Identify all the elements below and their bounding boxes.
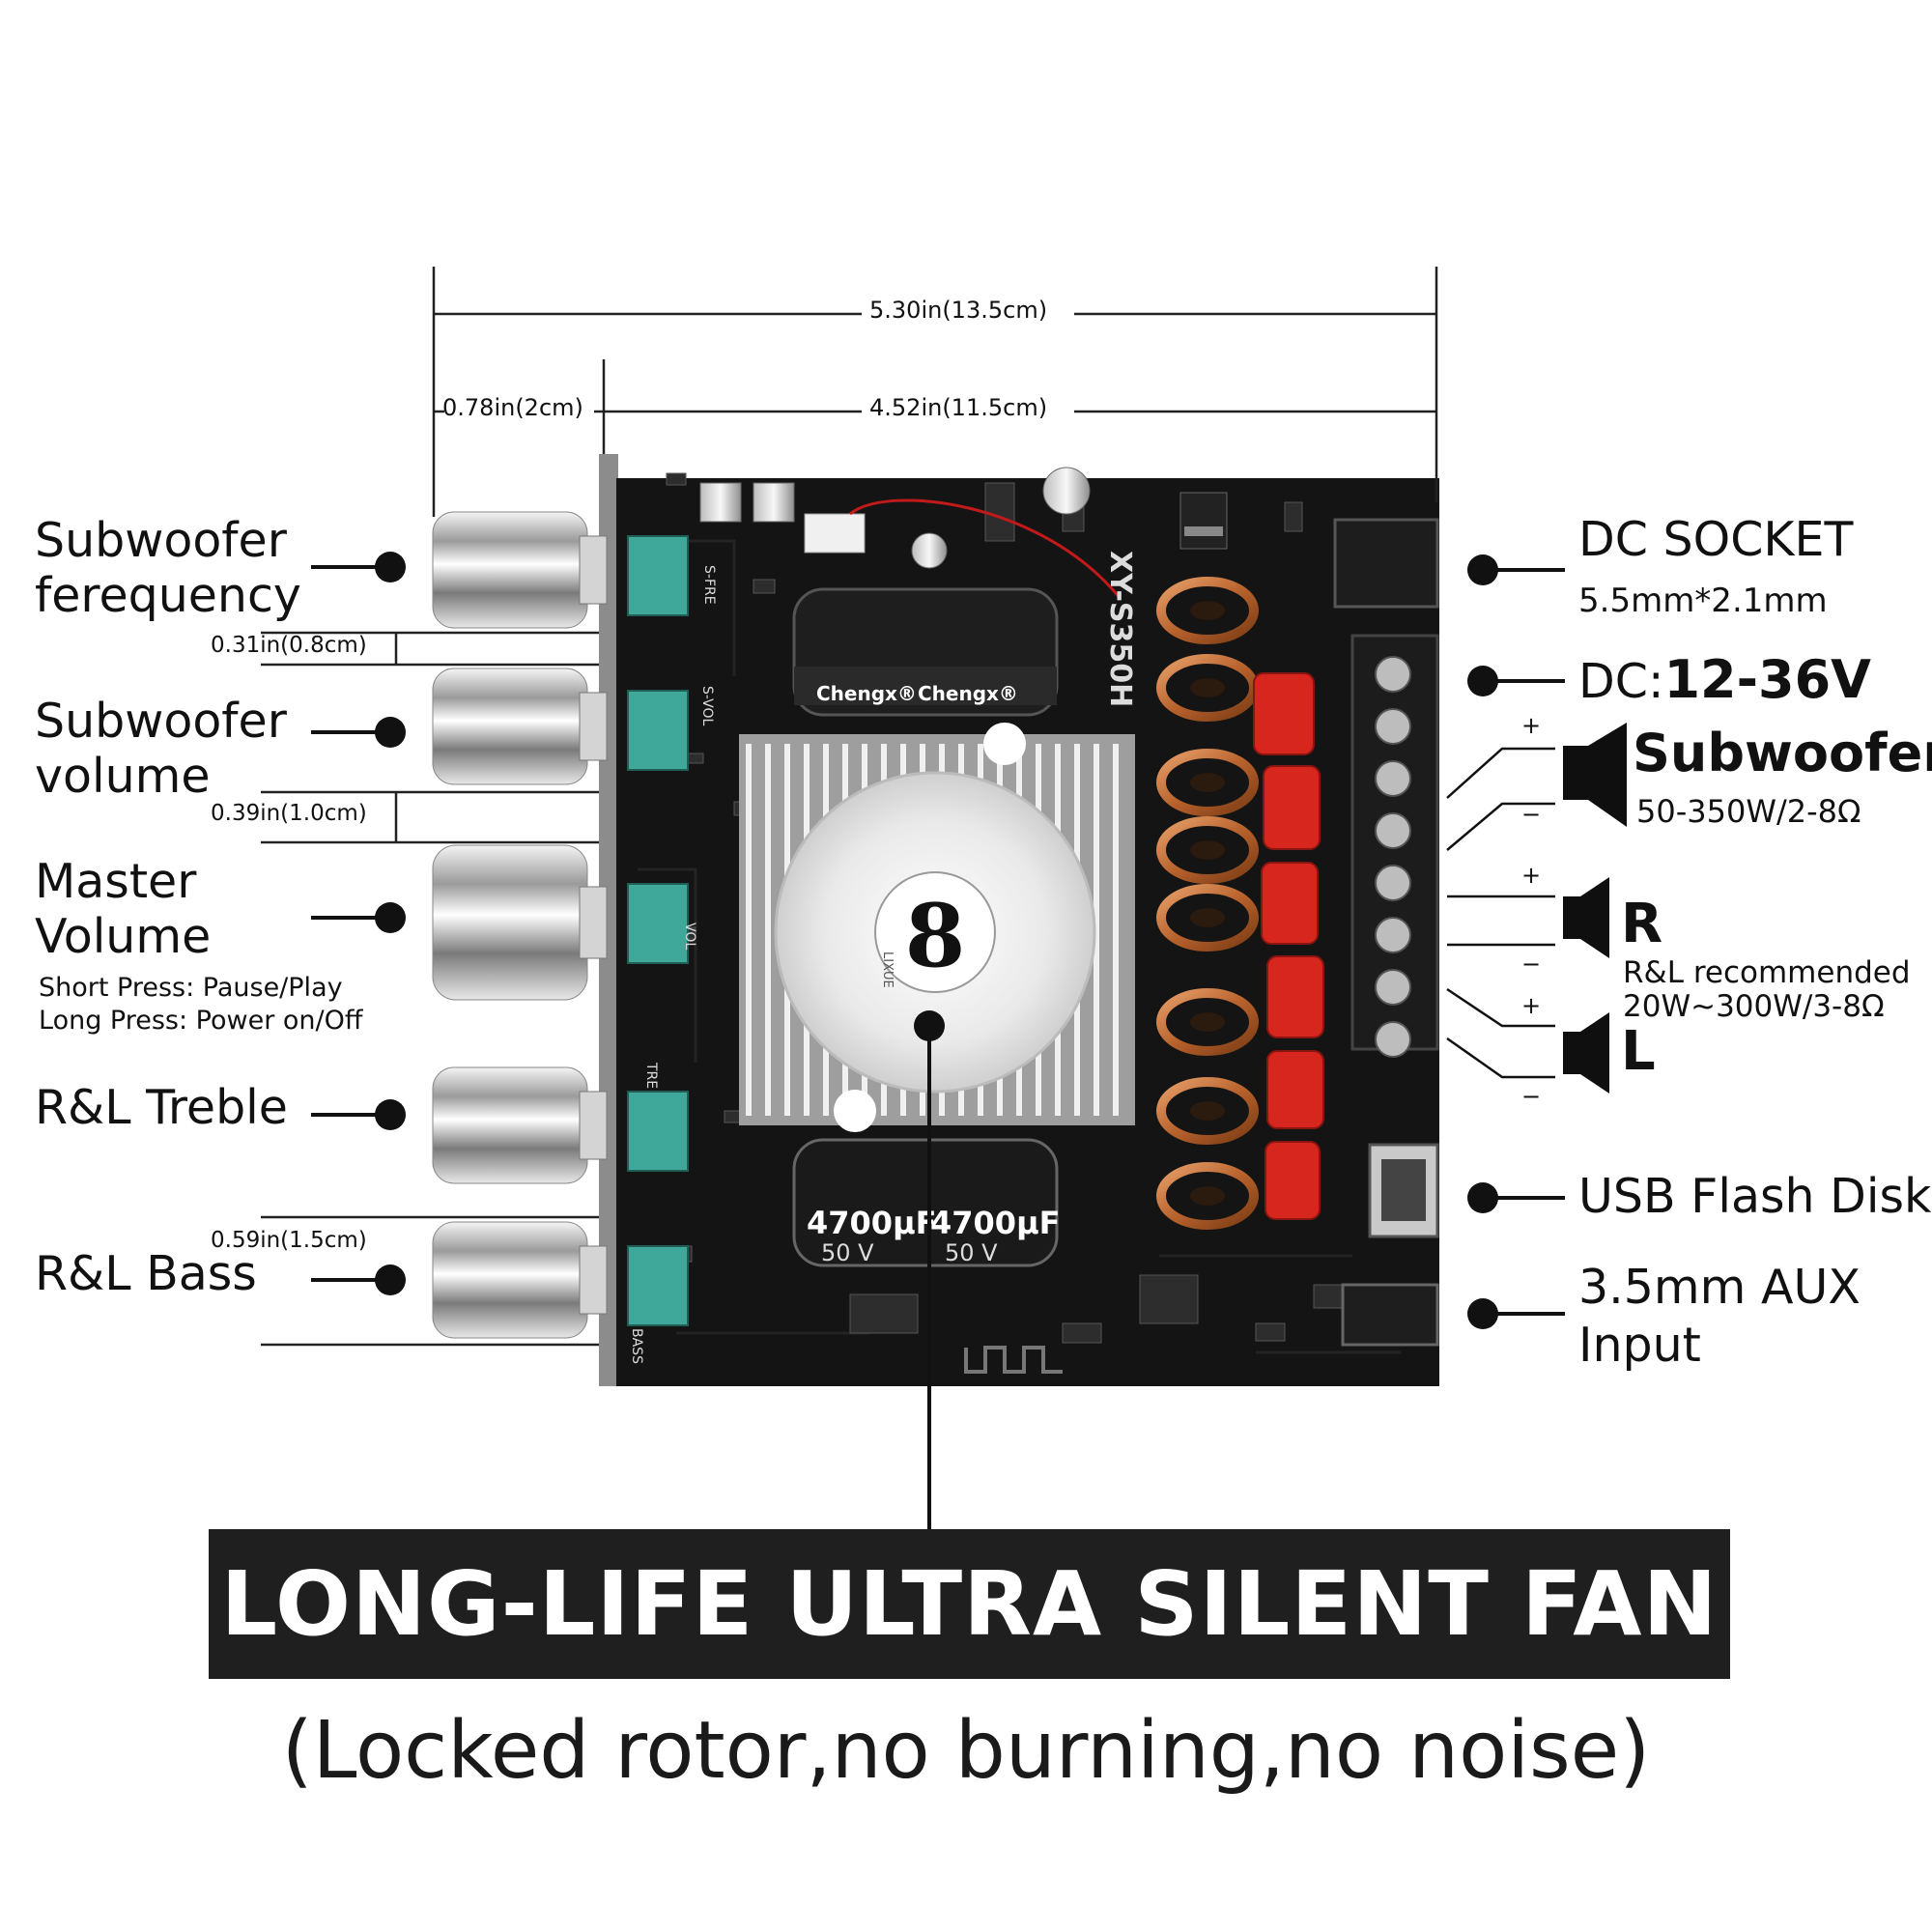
label-dc-voltage: DC:12-36V	[1578, 651, 1871, 708]
potentiometers	[627, 535, 689, 1326]
gap-dimension-1: 0.31in(0.8cm)	[211, 633, 367, 658]
dc-socket	[1333, 518, 1439, 609]
board-width-dimension: 4.52in(11.5cm)	[869, 394, 1048, 421]
r-minus-mark: −	[1521, 951, 1542, 978]
aux-jack	[1341, 1283, 1439, 1347]
master-long-press-note: Long Press: Power on/Off	[39, 1006, 363, 1036]
label-subwoofer-output: Subwoofer	[1633, 723, 1932, 783]
svg-text:4700μF: 4700μF	[930, 1205, 1060, 1241]
fan-callout-leader	[914, 1010, 945, 1529]
svg-text:LIXUE: LIXUE	[880, 952, 895, 988]
lower-main-capacitors: 4700μF 4700μF 50 V 50 V	[792, 1138, 1060, 1267]
film-capacitors	[1253, 672, 1324, 1220]
sub-plus-mark: +	[1521, 712, 1542, 739]
label-rl-bass: R&L Bass	[35, 1246, 257, 1301]
gap-dimension-3: 0.59in(1.5cm)	[211, 1228, 367, 1253]
model-marking: XY-S350H	[1103, 551, 1137, 707]
label-master-volume-1: Master	[35, 854, 197, 909]
svg-text:TRE: TRE	[643, 1062, 659, 1089]
label-subwoofer-frequency-1: Subwoofer	[35, 513, 287, 568]
label-subwoofer-volume-2: volume	[35, 749, 211, 804]
bluetooth-antenna	[964, 1346, 1063, 1374]
label-rl-recommended-1: R&L recommended	[1623, 955, 1911, 990]
fan-wire	[849, 498, 1122, 600]
dc-voltage-prefix: DC:	[1578, 654, 1664, 709]
svg-text:Chengx®: Chengx®	[816, 682, 917, 705]
label-aux-input-1: 3.5mm AUX	[1578, 1260, 1861, 1315]
inductor-coil-cores	[1190, 601, 1225, 1206]
speaker-wires	[1446, 747, 1555, 1079]
speaker-terminal-block	[1350, 634, 1439, 1058]
pot-labels: S-FRE S-VOL VOL TRE BASS	[629, 565, 717, 1364]
svg-text:50 V: 50 V	[821, 1239, 874, 1266]
master-short-press-note: Short Press: Pause/Play	[39, 973, 343, 1003]
svg-text:BASS: BASS	[629, 1328, 644, 1364]
label-usb-flash-disk: USB Flash Disk	[1578, 1169, 1932, 1224]
svg-text:8: 8	[905, 885, 966, 987]
label-master-volume-2: Volume	[35, 909, 212, 964]
svg-text:S-VOL: S-VOL	[699, 686, 715, 725]
diode	[1179, 492, 1228, 550]
dc-voltage-value: 12-36V	[1663, 649, 1871, 710]
label-right-channel: R	[1621, 893, 1663, 955]
feature-banner: LONG-LIFE ULTRA SILENT FAN	[209, 1529, 1730, 1679]
sub-minus-mark: −	[1521, 801, 1542, 828]
fan-connector	[804, 513, 866, 554]
label-dc-socket: DC SOCKET	[1578, 512, 1854, 567]
smd-components	[666, 472, 1353, 1344]
dimension-lines	[261, 267, 1438, 1347]
l-plus-mark: +	[1521, 992, 1542, 1019]
gap-dimension-2: 0.39in(1.0cm)	[211, 801, 367, 826]
label-left-channel: L	[1621, 1020, 1656, 1083]
label-dc-socket-size: 5.5mm*2.1mm	[1578, 582, 1828, 620]
label-aux-input-2: Input	[1578, 1318, 1701, 1373]
speaker-icons	[1563, 723, 1627, 1094]
control-knobs	[432, 511, 608, 1339]
banner-subtitle: (Locked rotor,no burning,no noise)	[281, 1705, 1651, 1797]
upper-main-capacitor: Chengx® Chengx®	[792, 587, 1059, 717]
svg-text:VOL: VOL	[682, 923, 697, 950]
label-rl-treble: R&L Treble	[35, 1080, 288, 1135]
r-plus-mark: +	[1521, 862, 1542, 889]
l-minus-mark: −	[1521, 1083, 1542, 1110]
label-subwoofer-volume-1: Subwoofer	[35, 694, 287, 749]
small-capacitors	[699, 467, 1091, 569]
knob-offset-dimension: 0.78in(2cm)	[442, 394, 583, 421]
banner-title: LONG-LIFE ULTRA SILENT FAN	[220, 1552, 1719, 1656]
label-subwoofer-frequency-2: ferequency	[35, 568, 301, 623]
inductor-coils	[1156, 577, 1259, 1230]
label-subwoofer-spec: 50-350W/2-8Ω	[1636, 793, 1861, 830]
svg-text:50 V: 50 V	[945, 1239, 998, 1266]
svg-text:4700μF: 4700μF	[807, 1205, 936, 1241]
total-width-dimension: 5.30in(13.5cm)	[869, 297, 1048, 324]
svg-text:Chengx®: Chengx®	[918, 682, 1018, 705]
label-rl-recommended-2: 20W~300W/3-8Ω	[1623, 989, 1885, 1024]
right-callout-dots	[1467, 554, 1498, 1329]
left-callout-leaders	[311, 565, 386, 1282]
svg-text:S-FRE: S-FRE	[701, 565, 717, 605]
left-callout-dots	[375, 552, 406, 1295]
cooling-fan: 8 LIXUE	[774, 723, 1096, 1132]
